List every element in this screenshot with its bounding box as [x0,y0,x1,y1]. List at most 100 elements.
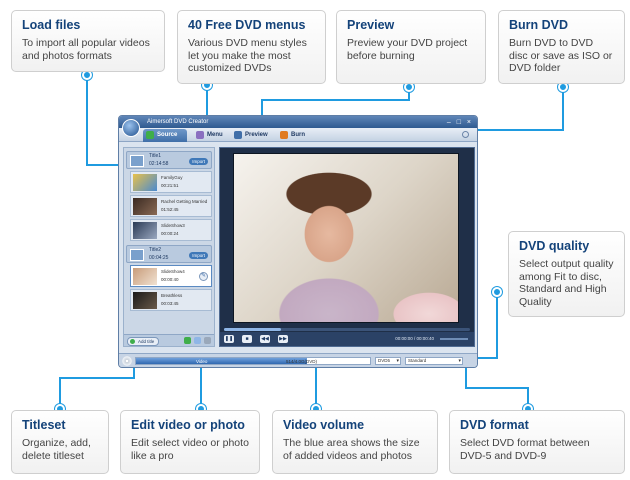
clip-thumbnail [133,222,157,239]
title-header[interactable]: Title2 00:04:25 Import [126,245,212,263]
callout-title: Titleset [22,418,66,432]
capacity-label: Video [196,359,208,364]
title-thumbnail [130,249,144,261]
callout-title: 40 Free DVD menus [188,18,306,32]
callout-desc: Select DVD format between DVD-5 and DVD-… [460,437,590,462]
window-title: Aimersoft DVD Creator [147,119,209,125]
capacity-text: 514/4.0G(DVD) [286,359,318,364]
forward-button[interactable]: ▶▶ [278,335,288,343]
clip-name: Rachel Getting Married [161,199,208,204]
status-bar: Video 514/4.0G(DVD) DVD5 Standard [119,353,477,367]
move-down-icon[interactable] [184,337,191,344]
timecode: 00:00:00 / 00:00:40 [395,336,434,341]
import-button[interactable]: Import [189,158,208,165]
callout-dvd-format: DVD format Select DVD format between DVD… [449,410,625,474]
seek-bar[interactable] [224,328,470,331]
rewind-button[interactable]: ◀◀ [260,335,270,343]
callout-title: Preview [347,18,395,32]
callout-load-files: Load files To import all popular videos … [11,10,165,72]
main-toolbar: Source Menu Preview Burn [119,128,477,142]
volume-slider[interactable] [440,338,468,340]
dvd-format-select[interactable]: DVD5 [375,357,401,365]
stop-button[interactable]: ■ [242,335,252,343]
clip-thumbnail [133,174,157,191]
tab-source[interactable]: Source [143,129,187,142]
callout-edit-video: Edit video or photo Edit select video or… [120,410,260,474]
clip-thumbnail [133,268,157,285]
window-controls[interactable]: – □ × [446,119,473,126]
callout-desc: Edit select video or photo like a pro [131,437,249,462]
title-header[interactable]: Title1 02:14:58 Import [126,151,212,169]
tab-menu[interactable]: Menu [193,129,229,142]
clip-duration: 01:52:45 [161,207,179,212]
preview-player: ❚❚ ■ ◀◀ ▶▶ 00:00:00 / 00:00:40 [219,147,475,347]
dvd-quality-select[interactable]: Standard [405,357,463,365]
preview-icon [234,131,242,139]
callout-title: DVD format [460,418,529,432]
callout-video-volume: Video volume The blue area shows the siz… [272,410,438,474]
callout-title: Load files [22,18,81,32]
title-thumbnail [130,155,144,167]
clip-name: SlideShow3 [161,223,185,228]
clip-duration: 00:00:40 [161,277,179,282]
clip-item[interactable]: Rachel Getting Married 01:52:45 [130,195,212,217]
seek-progress [224,328,281,331]
callout-preview: Preview Preview your DVD project before … [336,10,486,84]
callout-dvd-menus: 40 Free DVD menus Various DVD menu style… [177,10,326,84]
title-name: Title1 [149,153,162,159]
clip-duration: 00:21:51 [161,183,179,188]
callout-titleset: Titleset Organize, add, delete titleset [11,410,109,474]
source-icon [146,131,154,139]
menu-icon [196,131,204,139]
tab-label: Preview [245,132,268,138]
disc-icon [122,356,132,366]
callout-title: Edit video or photo [131,418,245,432]
settings-icon[interactable] [462,131,469,138]
tab-label: Source [157,132,178,138]
clip-item[interactable]: SlideShow3 00:00:24 [130,219,212,241]
clip-item[interactable]: FamilyGuy 00:21:51 [130,171,212,193]
player-controls: ❚❚ ■ ◀◀ ▶▶ 00:00:00 / 00:00:40 [220,332,474,346]
callout-title: Burn DVD [509,18,569,32]
clip-duration: 00:00:24 [161,231,179,236]
move-up-icon[interactable] [194,337,201,344]
add-title-button[interactable]: Add title [127,337,160,346]
title-duration: 02:14:58 [149,161,169,167]
callout-desc: Various DVD menu styles let you make the… [188,37,307,74]
clip-thumbnail [133,292,157,309]
clip-name: FamilyGuy [161,175,183,180]
tab-preview[interactable]: Preview [231,129,275,142]
clip-thumbnail [133,198,157,215]
clip-item-selected[interactable]: SlideShow4 00:00:40 ✎ [130,265,212,287]
clip-duration: 00:03:45 [161,301,179,306]
import-button[interactable]: Import [189,252,208,259]
titleset-panel: Title1 02:14:58 Import FamilyGuy 00:21:5… [123,147,215,347]
tab-label: Menu [207,132,223,138]
callout-title: Video volume [283,418,365,432]
callout-title: DVD quality [519,239,590,253]
connector-dot-quality [492,287,502,297]
callout-burn-dvd: Burn DVD Burn DVD to DVD disc or save as… [498,10,625,84]
edit-icon[interactable]: ✎ [199,272,208,281]
title-duration: 00:04:25 [149,255,169,261]
delete-icon[interactable] [204,337,211,344]
tab-burn[interactable]: Burn [277,129,313,142]
callout-desc: To import all popular videos and photos … [22,37,150,62]
callout-desc: The blue area shows the size of added vi… [283,437,420,462]
callout-dvd-quality: DVD quality Select output quality among … [508,231,625,317]
title-name: Title2 [149,247,162,253]
pause-button[interactable]: ❚❚ [224,335,234,343]
capacity-fill [136,358,307,364]
app-window: Aimersoft DVD Creator – □ × Source Menu … [118,115,478,368]
callout-desc: Burn DVD to DVD disc or save as ISO or D… [509,37,613,74]
callout-desc: Preview your DVD project before burning [347,37,468,62]
app-logo-icon [122,119,140,137]
titleset-toolbar: Add title [124,334,214,346]
clip-name: SlideShow4 [161,269,185,274]
callout-desc: Organize, add, delete titleset [22,437,91,462]
clip-item[interactable]: Breathless 00:03:45 [130,289,212,311]
burn-icon [280,131,288,139]
capacity-bar: Video 514/4.0G(DVD) [135,357,371,365]
callout-desc: Select output quality among Fit to disc,… [519,258,614,308]
